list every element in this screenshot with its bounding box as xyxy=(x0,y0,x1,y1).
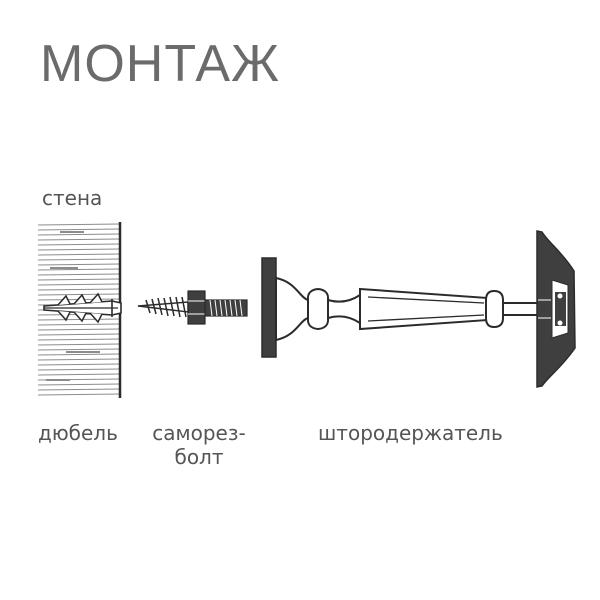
dowel xyxy=(43,292,122,324)
curtain-holder xyxy=(261,230,576,388)
screw-bolt-label: саморез- болт xyxy=(139,421,259,469)
wall xyxy=(38,222,122,398)
wall-label: стена xyxy=(42,186,103,210)
screw-bolt-label-line2: болт xyxy=(174,445,224,469)
screw-bolt-label-line1: саморез- xyxy=(152,421,246,445)
page-title: МОНТАЖ xyxy=(40,35,281,93)
dowel-label: дюбель xyxy=(38,421,118,445)
screw-bolt xyxy=(137,290,248,325)
curtain-holder-label: штородержатель xyxy=(318,421,503,445)
